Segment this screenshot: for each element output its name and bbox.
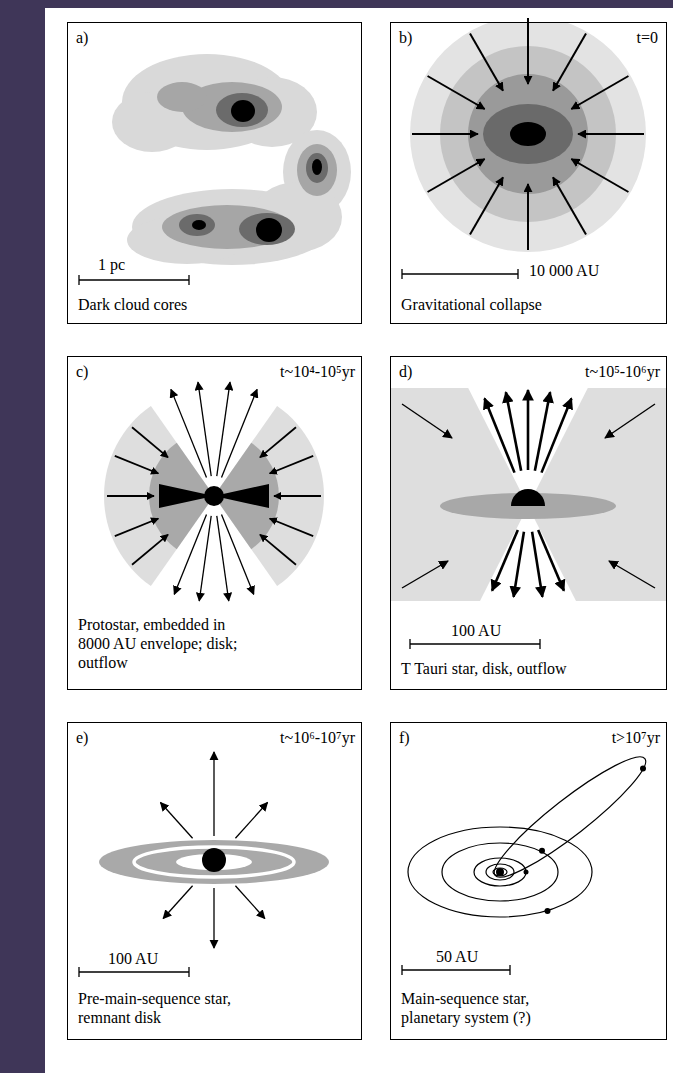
cloud-core xyxy=(192,100,322,242)
panel-letter: f) xyxy=(399,728,410,747)
outflow-arrows xyxy=(485,390,572,597)
time-label: t~10⁶-10⁷yr xyxy=(280,728,355,747)
cloud-cores xyxy=(79,54,351,285)
scale-bar xyxy=(79,275,189,285)
time-label: t>10⁷yr xyxy=(612,728,660,747)
time-label: t~10⁴-10⁵yr xyxy=(280,362,355,381)
time-label: t~10⁵-10⁶yr xyxy=(585,362,660,381)
infall-arrows xyxy=(107,427,321,565)
envelope-outer xyxy=(104,406,214,586)
panel-letter: e) xyxy=(76,728,88,747)
scale-label: 1 pc xyxy=(98,255,125,274)
scale-bar xyxy=(402,965,510,975)
protostar-dot xyxy=(204,486,224,506)
panel-letter: b) xyxy=(399,28,412,47)
stage-panel: a) 1 pc Dark cloud cores xyxy=(67,22,362,324)
stage-panel: c) t~10⁴-10⁵yrProtostar, embedded in 8000… xyxy=(67,356,362,690)
panel-caption: Dark cloud cores xyxy=(78,295,187,314)
frame-band xyxy=(0,0,673,8)
stage-panel: f) t>10⁷yr 50 AU Main-sequence star, planet… xyxy=(390,722,667,1040)
panel-caption: Pre-main-sequence star, remnant disk xyxy=(78,989,268,1027)
panel-caption: Protostar, embedded in 8000 AU envelope;… xyxy=(78,615,248,673)
pre-main-sequence xyxy=(79,752,329,977)
star xyxy=(202,848,226,872)
panel-letter: d) xyxy=(399,362,412,381)
panel-letter: a) xyxy=(76,28,88,47)
outflow-arrows xyxy=(171,382,257,601)
planetary-system xyxy=(402,744,656,975)
planets xyxy=(496,766,646,914)
panel-letter: c) xyxy=(76,362,88,381)
t-tauri xyxy=(390,388,666,649)
collapse-rings xyxy=(410,22,646,252)
frame-band xyxy=(0,0,45,1073)
cloud-dense xyxy=(179,93,328,245)
disk-gap xyxy=(134,847,294,877)
scale-label: 50 AU xyxy=(436,947,478,966)
scale-bar xyxy=(410,639,540,649)
cloud-middle xyxy=(157,82,337,249)
stage-panel: d) t~10⁵-10⁶yr 100 AU T Tauri star, disk, o… xyxy=(390,356,667,690)
time-label: t=0 xyxy=(637,28,658,47)
wind-arrows xyxy=(160,752,267,948)
envelope-outer xyxy=(214,406,324,586)
collapse xyxy=(402,16,646,279)
scale-label: 10 000 AU xyxy=(529,261,599,280)
remnant-disk xyxy=(99,840,329,884)
panel-caption: T Tauri star, disk, outflow xyxy=(401,659,567,678)
star xyxy=(511,489,545,506)
infall-arrows xyxy=(412,18,644,250)
orbits xyxy=(408,744,656,917)
stage-panel: e) t~10⁶-10⁷yr 100 AU Pre-main-sequence sta… xyxy=(67,722,362,1040)
scale-label: 100 AU xyxy=(451,621,501,640)
protostar xyxy=(104,382,324,601)
infall-arrows xyxy=(402,404,655,588)
scale-bar xyxy=(402,269,518,279)
cloud-outer xyxy=(112,54,351,265)
scale-bar xyxy=(79,967,189,977)
panel-caption: Main-sequence star, planetary system (?) xyxy=(401,989,561,1027)
stage-panel: b) t=0 10 000 AU Gravitational collapse xyxy=(390,22,667,324)
scale-label: 100 AU xyxy=(108,949,158,968)
panel-caption: Gravitational collapse xyxy=(401,295,542,314)
